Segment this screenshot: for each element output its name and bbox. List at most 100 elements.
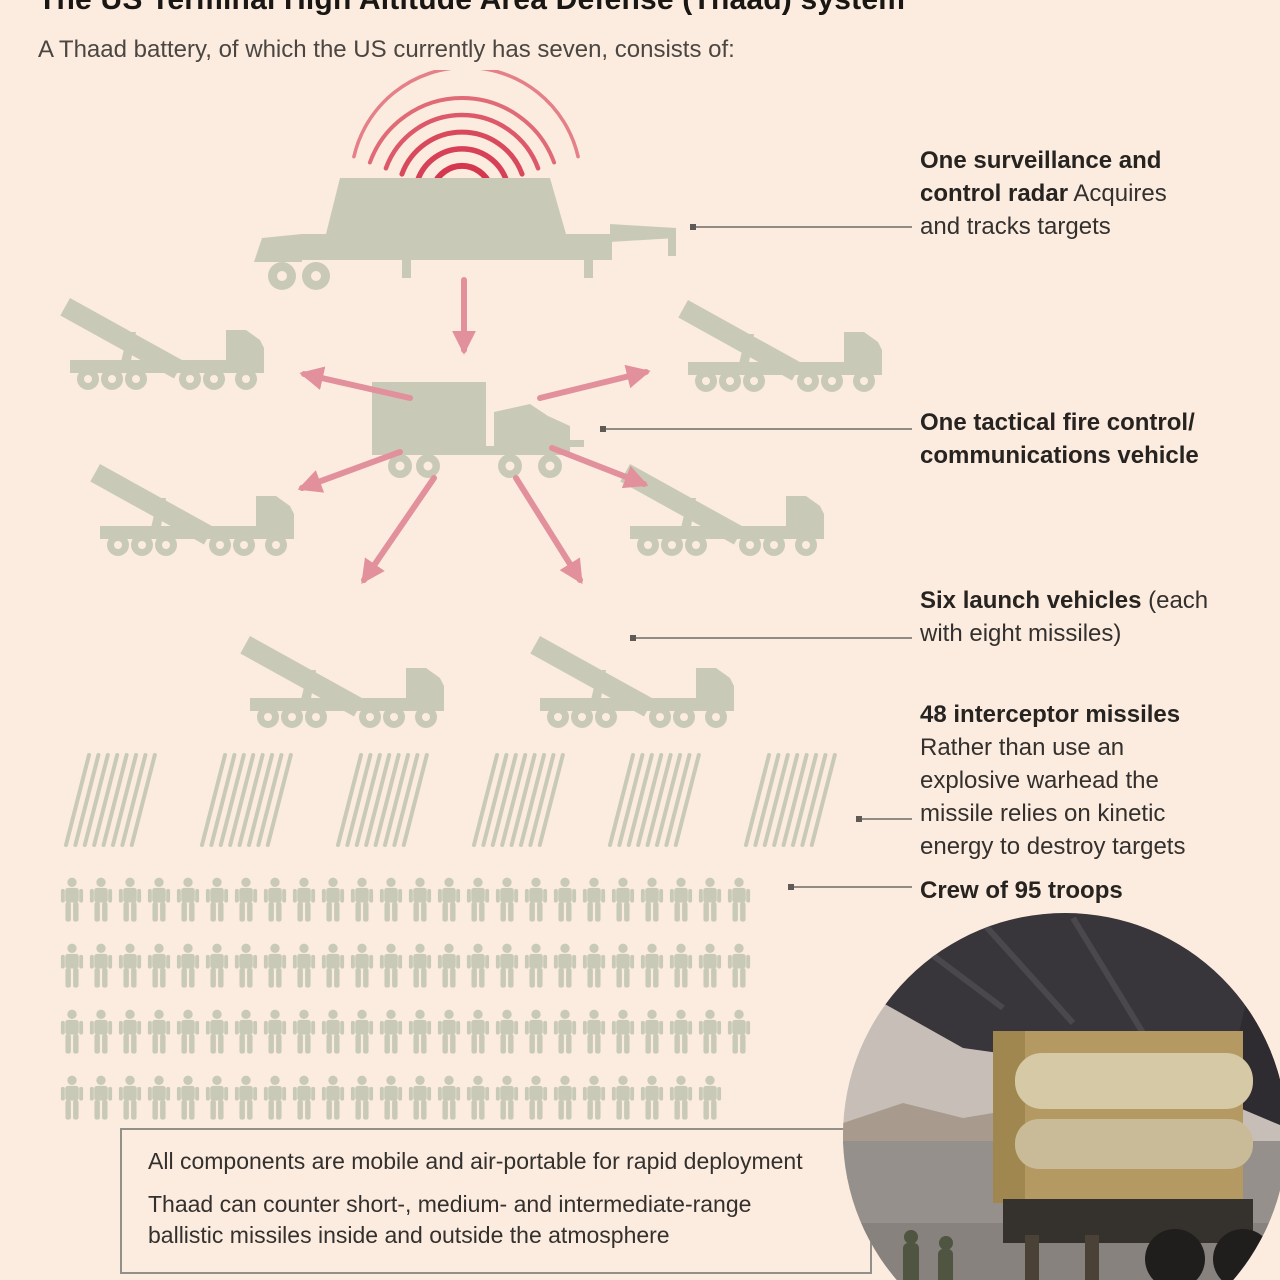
- page-title: The US Terminal High Altitude Area Defen…: [38, 0, 905, 17]
- leader-line-fire-control: [600, 426, 912, 432]
- soldier-icon: [524, 1009, 548, 1054]
- thaad-launcher-photo: [993, 1031, 1273, 1280]
- soldier-icon: [263, 1009, 287, 1054]
- leader-line-launchers: [630, 635, 912, 641]
- soldier-icon: [176, 1009, 200, 1054]
- soldier-icon: [379, 943, 403, 988]
- missile-group-icon: [200, 753, 293, 847]
- soldier-icon: [234, 877, 258, 922]
- soldier-icon: [437, 1075, 461, 1120]
- soldier-icon: [495, 1009, 519, 1054]
- soldier-icon: [640, 1009, 664, 1054]
- missile-group-icon: [64, 753, 157, 847]
- soldier-icon: [669, 1075, 693, 1120]
- soldier-icon: [147, 1009, 171, 1054]
- soldier-icon: [321, 1075, 345, 1120]
- soldier-icon: [321, 943, 345, 988]
- radar-label: One surveillance and control radar Acqui…: [920, 147, 1167, 240]
- soldier-icon: [553, 877, 577, 922]
- leader-line-crew: [788, 884, 912, 890]
- soldier-icon: [379, 877, 403, 922]
- troop-grid: [60, 876, 751, 1140]
- soldier-icon: [408, 877, 432, 922]
- soldier-icon: [553, 1009, 577, 1054]
- note-box: All components are mobile and air-portab…: [120, 1128, 872, 1274]
- soldier-icon: [176, 943, 200, 988]
- soldier-icon: [234, 1009, 258, 1054]
- soldier-icon: [727, 877, 751, 922]
- soldier-icon: [727, 1009, 751, 1054]
- soldier-icon: [727, 943, 751, 988]
- soldier-icon: [234, 943, 258, 988]
- soldier-icon: [263, 943, 287, 988]
- soldier-icon: [321, 1009, 345, 1054]
- soldier-icon: [205, 877, 229, 922]
- soldier-icon: [553, 943, 577, 988]
- soldier-icon: [495, 1075, 519, 1120]
- soldier-icon: [89, 1075, 113, 1120]
- soldier-icon: [292, 1075, 316, 1120]
- soldier-icon: [321, 877, 345, 922]
- soldier-icon: [379, 1009, 403, 1054]
- soldier-icon: [582, 877, 606, 922]
- soldier-icon: [234, 1075, 258, 1120]
- soldier-icon: [640, 1075, 664, 1120]
- soldier-icon: [118, 943, 142, 988]
- leader-line-radar: [690, 224, 912, 230]
- launch-vehicle: [620, 464, 824, 556]
- fire-control-vehicle: [372, 382, 584, 478]
- soldier-icon: [698, 943, 722, 988]
- soldier-icon: [89, 943, 113, 988]
- soldier-icon: [582, 1075, 606, 1120]
- launch-vehicle: [530, 636, 734, 728]
- crew-label: Crew of 95 troops: [920, 877, 1123, 904]
- radar-waves-icon: [352, 70, 580, 189]
- missile-groups: [62, 752, 854, 848]
- soldier-icon: [292, 1009, 316, 1054]
- soldier-icon: [437, 943, 461, 988]
- ground-crew: [903, 1230, 953, 1280]
- soldier-icon: [640, 877, 664, 922]
- soldier-icon: [60, 1009, 84, 1054]
- soldier-icon: [408, 1075, 432, 1120]
- missile-group-icon: [336, 753, 429, 847]
- soldier-icon: [60, 877, 84, 922]
- soldier-icon: [292, 877, 316, 922]
- launch-vehicle: [90, 464, 295, 556]
- soldier-icon: [640, 943, 664, 988]
- soldier-icon: [669, 943, 693, 988]
- soldier-icon: [89, 1009, 113, 1054]
- soldier-icon: [524, 943, 548, 988]
- soldier-icon: [669, 877, 693, 922]
- soldier-icon: [408, 943, 432, 988]
- soldier-icon: [437, 877, 461, 922]
- missile-group-icon: [744, 753, 837, 847]
- launch-vehicle: [240, 636, 444, 728]
- soldier-icon: [60, 943, 84, 988]
- troop-row: [60, 876, 751, 928]
- soldier-icon: [611, 943, 635, 988]
- soldier-icon: [611, 1009, 635, 1054]
- soldier-icon: [466, 943, 490, 988]
- soldier-icon: [292, 943, 316, 988]
- troop-row: [60, 1008, 751, 1060]
- troop-row: [60, 1074, 751, 1126]
- soldier-icon: [205, 1075, 229, 1120]
- soldier-icon: [176, 877, 200, 922]
- soldier-icon: [350, 1075, 374, 1120]
- soldier-icon: [147, 877, 171, 922]
- thaad-photo-circle: [843, 913, 1280, 1280]
- soldier-icon: [553, 1075, 577, 1120]
- soldier-icon: [524, 1075, 548, 1120]
- soldier-icon: [379, 1075, 403, 1120]
- soldier-icon: [611, 1075, 635, 1120]
- soldier-icon: [176, 1075, 200, 1120]
- soldier-icon: [524, 877, 548, 922]
- soldier-icon: [263, 877, 287, 922]
- soldier-icon: [698, 1009, 722, 1054]
- note-line-1: All components are mobile and air-portab…: [148, 1148, 803, 1174]
- soldier-icon: [263, 1075, 287, 1120]
- soldier-icon: [466, 1075, 490, 1120]
- launch-vehicle: [678, 300, 882, 392]
